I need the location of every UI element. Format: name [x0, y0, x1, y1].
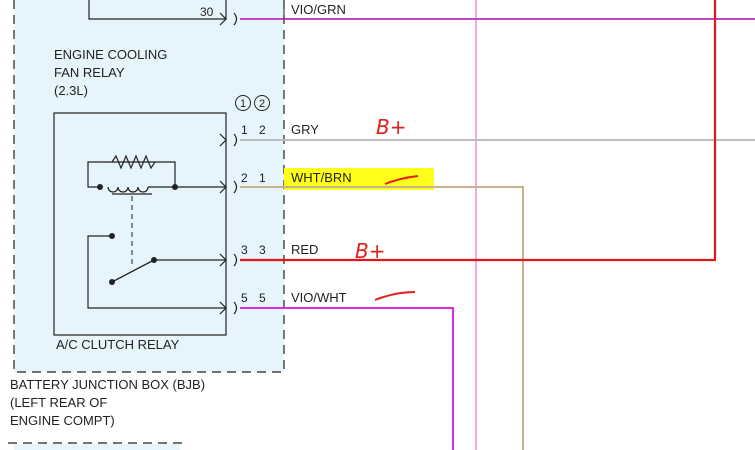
bjb-fill [14, 0, 284, 372]
coil-node-left [97, 184, 103, 190]
pin-viowht-a: 5 [241, 291, 248, 305]
wire-label-gry: GRY [291, 122, 319, 137]
annotation-red: B+ [355, 239, 385, 263]
config-marker-2: 2 [259, 98, 265, 110]
wire-label-red: RED [291, 242, 318, 257]
annotation-mark-viowht [374, 291, 416, 301]
wire-label-wht-brn: WHT/BRN [291, 170, 352, 185]
wires [240, 0, 755, 450]
connector-viowht-arrow [219, 301, 227, 315]
connector-red-chevron [233, 253, 238, 267]
fan-relay-label-line2: FAN RELAY [54, 65, 125, 80]
wire-red [240, 0, 717, 262]
fan-relay-label-line3: (2.3L) [54, 83, 88, 98]
coil-loop [87, 161, 176, 188]
config-marker-1-circle [235, 95, 251, 111]
switch-blade [111, 259, 155, 283]
pin-gry-a: 1 [241, 123, 248, 137]
bjb-label-line1: BATTERY JUNCTION BOX (BJB) [10, 377, 205, 392]
config-marker-2-circle [254, 95, 270, 111]
connector-fan-arrow [219, 12, 227, 26]
bjb-label-line3: ENGINE COMPT) [10, 413, 115, 428]
config-markers: 1 2 [235, 95, 270, 111]
fan-relay-label-line1: ENGINE COOLING [54, 47, 167, 62]
switch-fixed-contact [109, 233, 115, 239]
battery-junction-box [8, 0, 285, 450]
wire-label-vio-grn: VIO/GRN [291, 2, 346, 17]
config-marker-1: 1 [240, 98, 246, 110]
engine-cooling-fan-relay: 30 [88, 0, 227, 20]
wire-wht-brn [240, 186, 524, 450]
annotation-gry: B+ [376, 115, 406, 139]
coil-winding [107, 186, 149, 193]
pin-whtbrn-a: 2 [241, 171, 248, 185]
connector-gry-arrow [219, 133, 227, 147]
ac-relay-box [53, 112, 227, 336]
connector-red-arrow [219, 253, 227, 267]
whtbrn-highlight [284, 168, 434, 190]
connector-gry-chevron [233, 133, 238, 147]
pin-gry-b: 2 [259, 123, 266, 137]
pin-red-a: 3 [241, 243, 248, 257]
annotation-mark-whtbrn [384, 175, 419, 185]
connector-viowht-chevron [233, 301, 238, 315]
connector-whtbrn-arrow [219, 180, 227, 194]
wire-label-vio-wht: VIO/WHT [291, 290, 347, 305]
wire-vio-wht [240, 307, 454, 450]
connector-whtbrn-chevron [233, 180, 238, 194]
fan-relay-pin: 30 [200, 5, 214, 19]
switch-wire-upper [87, 235, 226, 309]
pin-red-b: 3 [259, 243, 266, 257]
pin-viowht-b: 5 [259, 291, 266, 305]
pin-whtbrn-b: 1 [259, 171, 266, 185]
bjb-lower-fill [14, 444, 180, 450]
coil-resistor [111, 154, 156, 170]
bjb-label-line2: (LEFT REAR OF [10, 395, 107, 410]
connector-fan-chevron [233, 12, 238, 26]
ac-clutch-relay: A/C CLUTCH RELAY [53, 112, 227, 352]
fan-relay-box [88, 0, 227, 20]
ac-relay-label: A/C CLUTCH RELAY [56, 337, 180, 352]
connectors [219, 12, 238, 315]
